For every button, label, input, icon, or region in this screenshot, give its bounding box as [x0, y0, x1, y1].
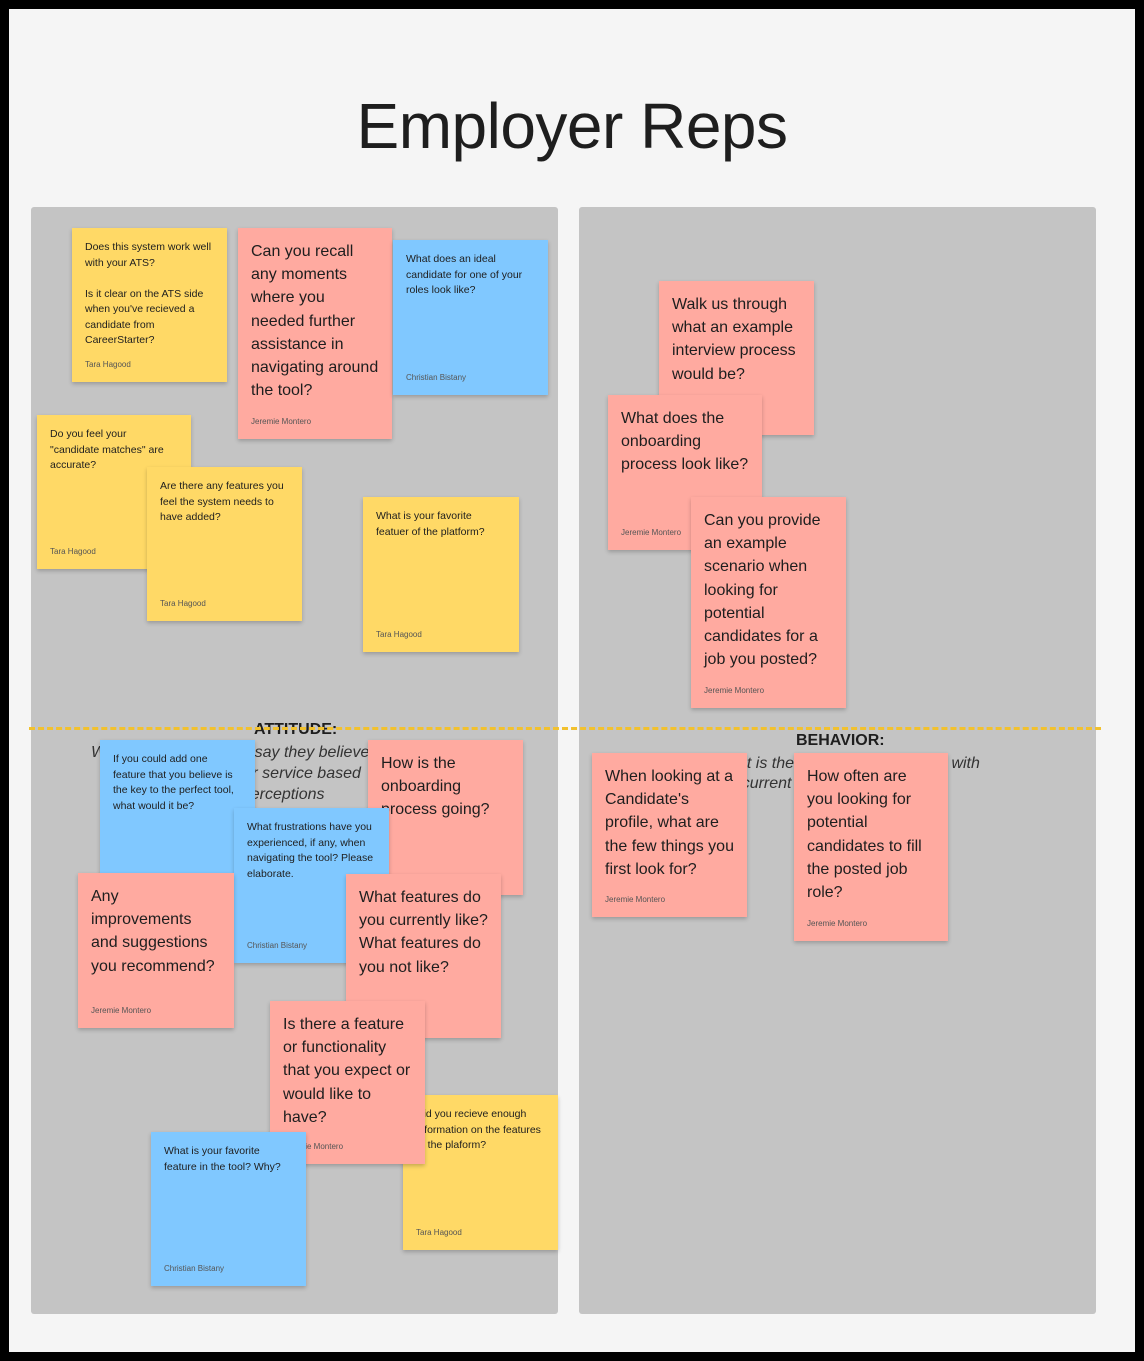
note-text: Is there a feature or functionality that… — [283, 1016, 411, 1126]
note-text: Did you recieve enough information on th… — [416, 1108, 541, 1151]
note-author: Jeremie Montero — [621, 528, 682, 537]
sticky-note[interactable]: Is there a feature or functionality that… — [270, 1001, 425, 1164]
note-author: Christian Bistany — [164, 1264, 225, 1273]
note-text: What is your favorite featuer of the pla… — [376, 510, 485, 538]
note-text: What features do you currently like? Wha… — [359, 889, 488, 976]
note-text: Does this system work well with your ATS… — [85, 241, 212, 346]
note-author: Tara Hagood — [376, 630, 422, 639]
note-text: How often are you looking for potential … — [807, 768, 922, 902]
note-text: What does the onboarding process look li… — [621, 410, 749, 474]
sticky-note[interactable]: Any improvements and suggestions you rec… — [78, 873, 234, 1028]
note-text: Are there any features you feel the syst… — [160, 480, 284, 523]
note-text: Any improvements and suggestions you rec… — [91, 888, 215, 975]
note-author: Jeremie Montero — [251, 417, 312, 426]
note-author: Jeremie Montero — [704, 686, 765, 695]
sticky-note[interactable]: Does this system work well with your ATS… — [72, 228, 227, 382]
sticky-note[interactable]: How is the onboarding process going? — [368, 740, 523, 895]
behavior-label: BEHAVIOR: — [796, 732, 885, 749]
note-text: If you could add one feature that you be… — [113, 753, 234, 812]
sticky-note[interactable]: What is your favorite feature in the too… — [151, 1132, 306, 1286]
note-text: How is the onboarding process going? — [381, 755, 490, 819]
note-author: Jeremie Montero — [91, 1006, 152, 1015]
note-text: What does an ideal candidate for one of … — [406, 253, 523, 296]
note-author: Tara Hagood — [160, 599, 206, 608]
board-title: Employer Reps — [356, 90, 789, 162]
sticky-note[interactable]: How often are you looking for potential … — [794, 753, 948, 941]
attitude-label: ATTITUDE: — [254, 721, 338, 738]
note-author: Jeremie Montero — [283, 1142, 344, 1151]
sticky-note[interactable]: Can you recall any moments where you nee… — [238, 228, 392, 439]
note-text: What is your favorite feature in the too… — [164, 1145, 281, 1173]
note-author: Jeremie Montero — [807, 919, 868, 928]
note-author: Tara Hagood — [85, 360, 131, 369]
note-author: Christian Bistany — [406, 373, 467, 382]
sticky-note[interactable]: What does an ideal candidate for one of … — [393, 240, 548, 395]
sticky-note[interactable]: Did you recieve enough information on th… — [403, 1095, 558, 1250]
sticky-note[interactable]: When looking at a Candidate's profile, w… — [592, 753, 747, 917]
note-text: What frustrations have you experienced, … — [247, 821, 374, 880]
quadrant-divider — [29, 727, 1101, 730]
note-author: Christian Bistany — [247, 941, 308, 950]
note-text: Walk us through what an example intervie… — [672, 296, 796, 383]
note-text: Can you recall any moments where you nee… — [251, 243, 379, 400]
note-author: Tara Hagood — [416, 1228, 462, 1237]
note-text: Do you feel your "candidate matches" are… — [50, 428, 164, 471]
sticky-note[interactable]: If you could add one feature that you be… — [100, 740, 255, 894]
sticky-note[interactable]: Are there any features you feel the syst… — [147, 467, 302, 621]
note-text: When looking at a Candidate's profile, w… — [605, 768, 734, 878]
note-text: Can you provide an example scenario when… — [704, 512, 821, 669]
whiteboard-canvas[interactable]: Employer Reps ATTITUDE: What customers/u… — [9, 9, 1135, 1352]
sticky-note[interactable]: Can you provide an example scenario when… — [691, 497, 846, 708]
note-author: Jeremie Montero — [605, 895, 666, 904]
note-author: Tara Hagood — [50, 547, 96, 556]
sticky-note[interactable]: What is your favorite featuer of the pla… — [363, 497, 519, 652]
